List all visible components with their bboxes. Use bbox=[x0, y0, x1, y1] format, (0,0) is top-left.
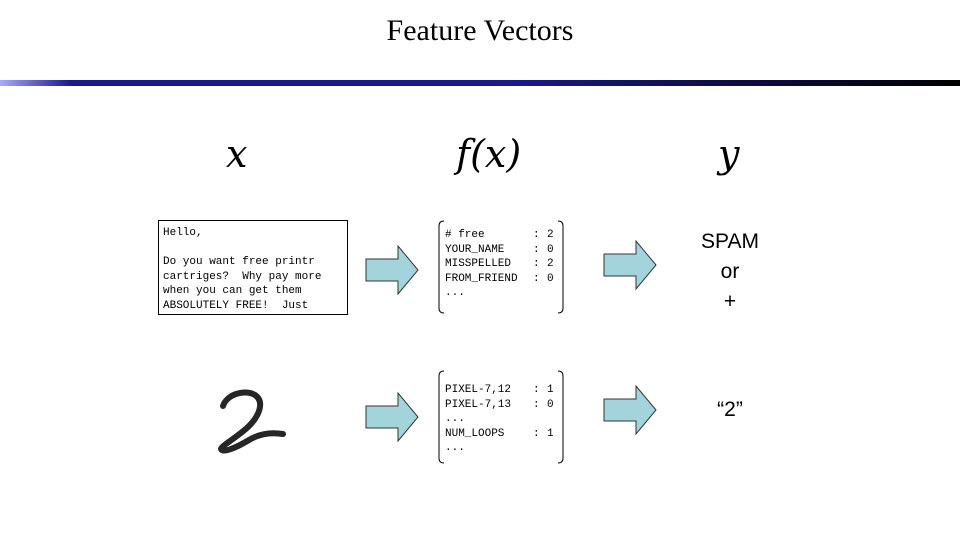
arrow-right-icon bbox=[603, 240, 657, 290]
feature-row: MISSPELLED:2 bbox=[445, 258, 554, 270]
feature-ellipsis: ... bbox=[445, 287, 465, 299]
slide-title: Feature Vectors bbox=[386, 14, 574, 47]
feature-ellipsis: ... bbox=[445, 442, 465, 454]
spam-feature-vector: # free:2 YOUR_NAME:0 MISSPELLED:2 FROM_F… bbox=[445, 228, 554, 301]
header-fx: f(x) bbox=[456, 132, 522, 176]
handwritten-digit-two-image bbox=[218, 389, 286, 454]
spam-label-line: or bbox=[720, 260, 740, 283]
spam-label-line: SPAM bbox=[701, 230, 759, 253]
feature-row: PIXEL-7,12:1 bbox=[445, 384, 554, 396]
arrow-right-icon bbox=[365, 245, 419, 295]
arrow-right-icon bbox=[603, 385, 657, 435]
feature-row: FROM_FRIEND:0 bbox=[445, 272, 554, 285]
feature-row: NUM_LOOPS:1 bbox=[445, 427, 554, 440]
right-bracket-icon bbox=[557, 370, 564, 464]
feature-row: # free:2 bbox=[445, 229, 554, 241]
digit-label: “2” bbox=[717, 398, 743, 421]
left-bracket-icon bbox=[438, 370, 445, 464]
digit-feature-vector: PIXEL-7,12:1 PIXEL-7,13:0 ... NUM_LOOPS:… bbox=[445, 383, 554, 456]
feature-row: PIXEL-7,13:0 bbox=[445, 398, 554, 411]
spam-label: SPAM or + bbox=[680, 227, 780, 317]
header-y: y bbox=[718, 132, 740, 176]
title-divider bbox=[0, 80, 960, 86]
feature-row: YOUR_NAME:0 bbox=[445, 243, 554, 256]
spam-label-line: + bbox=[723, 290, 737, 313]
arrow-right-icon bbox=[365, 392, 419, 442]
left-bracket-icon bbox=[438, 220, 445, 314]
header-x: x bbox=[226, 132, 248, 176]
right-bracket-icon bbox=[557, 220, 564, 314]
email-text-box: Hello, Do you want free printr cartriges… bbox=[158, 220, 348, 315]
feature-row: ... bbox=[445, 413, 465, 425]
